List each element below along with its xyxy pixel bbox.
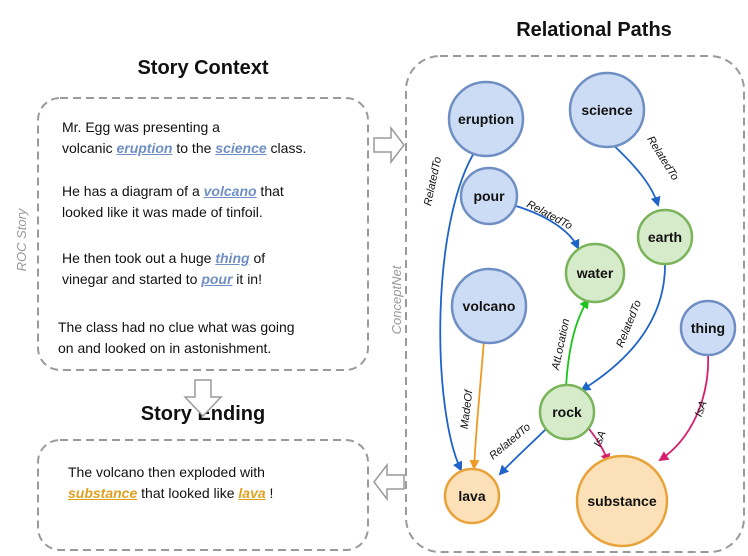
keyword-thing: thing (215, 250, 250, 266)
keyword-eruption: eruption (116, 140, 173, 156)
node-eruption (447, 80, 525, 158)
node-earth (636, 208, 694, 266)
story-context-title: Story Context (137, 57, 268, 79)
keyword-pour: pour (201, 271, 233, 287)
edge-label-pour-water: RelatedTo (525, 198, 575, 232)
story-text: of (249, 250, 266, 266)
node-label-earth: earth (648, 229, 682, 245)
story-sentence-1: Mr. Egg was presenting a volcanic erupti… (62, 117, 306, 159)
story-text: it in! (232, 271, 262, 287)
node-lava (443, 467, 501, 525)
conceptnet-label: ConceptNet (389, 264, 404, 334)
relational-paths-title: Relational Paths (516, 19, 672, 41)
story-sentence-2: He has a diagram of a volcano that looke… (62, 181, 284, 223)
node-rock (538, 383, 596, 441)
edge-label-earth-rock: RelatedTo (614, 299, 644, 350)
node-volcano (450, 267, 528, 345)
edge-label-thing-substance: IsA (693, 399, 710, 418)
story-text: Mr. Egg was presenting a (62, 119, 220, 135)
edge-earth-rock (580, 264, 666, 392)
edge-thing-substance (658, 352, 709, 462)
story-text: to the (172, 140, 216, 156)
edge-label-volcano-lava: MadeOf (459, 389, 476, 430)
story-text: He has a diagram of a (62, 183, 204, 199)
edge-eruption-lava (439, 147, 478, 472)
story-context-box (37, 97, 369, 371)
story-text: on and looked on in astonishment. (58, 340, 272, 356)
roc-story-label: ROC Story (14, 207, 29, 271)
node-label-substance: substance (587, 493, 656, 509)
node-label-thing: thing (691, 320, 725, 336)
story-ending-sentence: The volcano then exploded with substance… (68, 462, 273, 504)
story-text: volcanic (62, 140, 117, 156)
edge-label-rock-substance: IsA (592, 429, 609, 448)
keyword-science: science (215, 140, 267, 156)
story-text: vinegar and started to (62, 271, 202, 287)
story-text: The class had no clue what was going (58, 319, 295, 335)
edge-volcano-lava (469, 339, 485, 470)
node-label-rock: rock (552, 404, 582, 420)
story-text: that (256, 183, 284, 199)
keyword-lava: lava (238, 485, 266, 501)
hollow-arrow-right-icon (373, 125, 405, 165)
edge-pour-water (515, 205, 580, 250)
ending-text: that looked like (137, 485, 239, 501)
node-label-volcano: volcano (463, 298, 516, 314)
node-label-eruption: eruption (458, 111, 514, 127)
story-sentence-3: He then took out a huge thing of vinegar… (62, 248, 265, 290)
edge-rock-water (565, 298, 590, 389)
edge-rock-lava (498, 426, 549, 476)
node-science (568, 71, 646, 149)
edge-label-rock-lava: RelatedTo (487, 421, 533, 462)
edge-label-science-earth: RelatedTo (644, 134, 681, 183)
node-thing (679, 299, 737, 357)
hollow-arrow-down-icon (183, 379, 223, 418)
ending-text: The volcano then exploded with (68, 464, 265, 480)
story-text: class. (266, 140, 307, 156)
edge-science-earth (609, 141, 661, 207)
conceptnet-box (405, 55, 745, 553)
node-substance (575, 454, 669, 548)
story-text: He then took out a huge (62, 250, 216, 266)
ending-text: ! (265, 485, 274, 501)
hollow-arrow-left-icon (373, 462, 405, 502)
node-label-water: water (576, 265, 614, 281)
node-label-science: science (581, 102, 633, 118)
node-pour (459, 166, 519, 226)
node-label-lava: lava (458, 488, 485, 504)
story-ending-box (37, 439, 369, 551)
node-label-pour: pour (473, 188, 505, 204)
node-water (564, 242, 626, 304)
edge-label-eruption-lava: RelatedTo (422, 156, 444, 207)
keyword-substance: substance (68, 485, 138, 501)
keyword-volcano: volcano (203, 183, 257, 199)
story-sentence-4: The class had no clue what was going on … (58, 317, 295, 359)
story-text: looked like it was made of tinfoil. (62, 204, 263, 220)
